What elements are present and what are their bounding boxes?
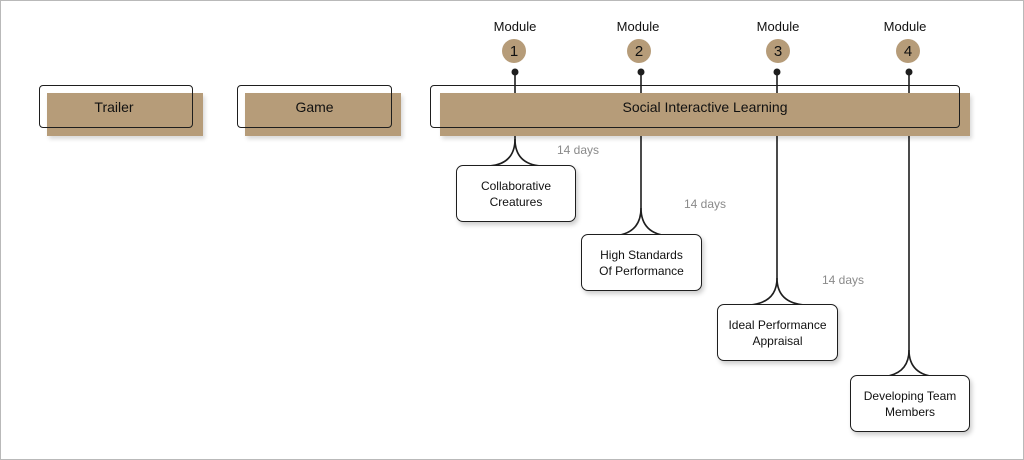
phase-trailer[interactable]: Trailer <box>39 85 205 137</box>
connector-module-2-right <box>640 207 670 237</box>
phase-game[interactable]: Game <box>237 85 403 137</box>
module-duration-3: 14 days <box>822 273 865 287</box>
module-card-4[interactable]: Developing Team Members <box>850 375 970 432</box>
phase-label: Trailer <box>94 98 134 115</box>
anchor-dot-1 <box>511 68 519 76</box>
phase-social-interactive-learning[interactable]: Social Interactive Learning <box>430 85 972 137</box>
module-card-3[interactable]: Ideal Performance Appraisal <box>717 304 838 361</box>
module-number-badge-3: 3 <box>766 39 790 63</box>
module-number-badge-1: 1 <box>502 39 526 63</box>
module-heading-1: Module <box>493 19 537 34</box>
anchor-dot-4 <box>905 68 913 76</box>
module-number-badge-2: 2 <box>627 39 651 63</box>
module-heading-4: Module <box>883 19 927 34</box>
module-duration-2: 14 days <box>684 197 727 211</box>
connector-module-3-right <box>776 277 806 306</box>
module-card-1[interactable]: Collaborative Creatures <box>456 165 576 222</box>
phase-label: Social Interactive Learning <box>622 98 788 115</box>
module-heading-3: Module <box>756 19 800 34</box>
anchor-dot-3 <box>773 68 781 76</box>
phase-label: Game <box>295 98 334 115</box>
module-duration-1: 14 days <box>557 143 600 157</box>
connector-module-4-right <box>908 349 938 378</box>
connector-module-1-right <box>514 138 542 167</box>
module-heading-2: Module <box>616 19 660 34</box>
module-card-2[interactable]: High Standards Of Performance <box>581 234 702 291</box>
module-number-badge-4: 4 <box>896 39 920 63</box>
anchor-dot-2 <box>637 68 645 76</box>
